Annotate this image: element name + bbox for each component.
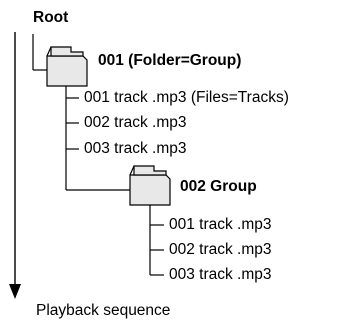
root-label: Root: [33, 9, 69, 26]
track-label: 002 track .mp3: [84, 114, 187, 131]
group-folder-label: 002 Group: [180, 178, 257, 195]
folder-icon: [46, 46, 88, 87]
track-label: 002 track .mp3: [169, 241, 272, 258]
group-folder-label: 001 (Folder=Group): [98, 52, 242, 69]
track-label: 003 track .mp3: [169, 266, 272, 283]
arrow-down-icon: [9, 32, 21, 299]
track-label: 001 track .mp3 (Files=Tracks): [84, 89, 289, 106]
playback-sequence-label: Playback sequence: [36, 302, 171, 319]
folder-icon: [129, 165, 171, 206]
track-label: 003 track .mp3: [84, 140, 187, 157]
track-label: 001 track .mp3: [169, 216, 272, 233]
